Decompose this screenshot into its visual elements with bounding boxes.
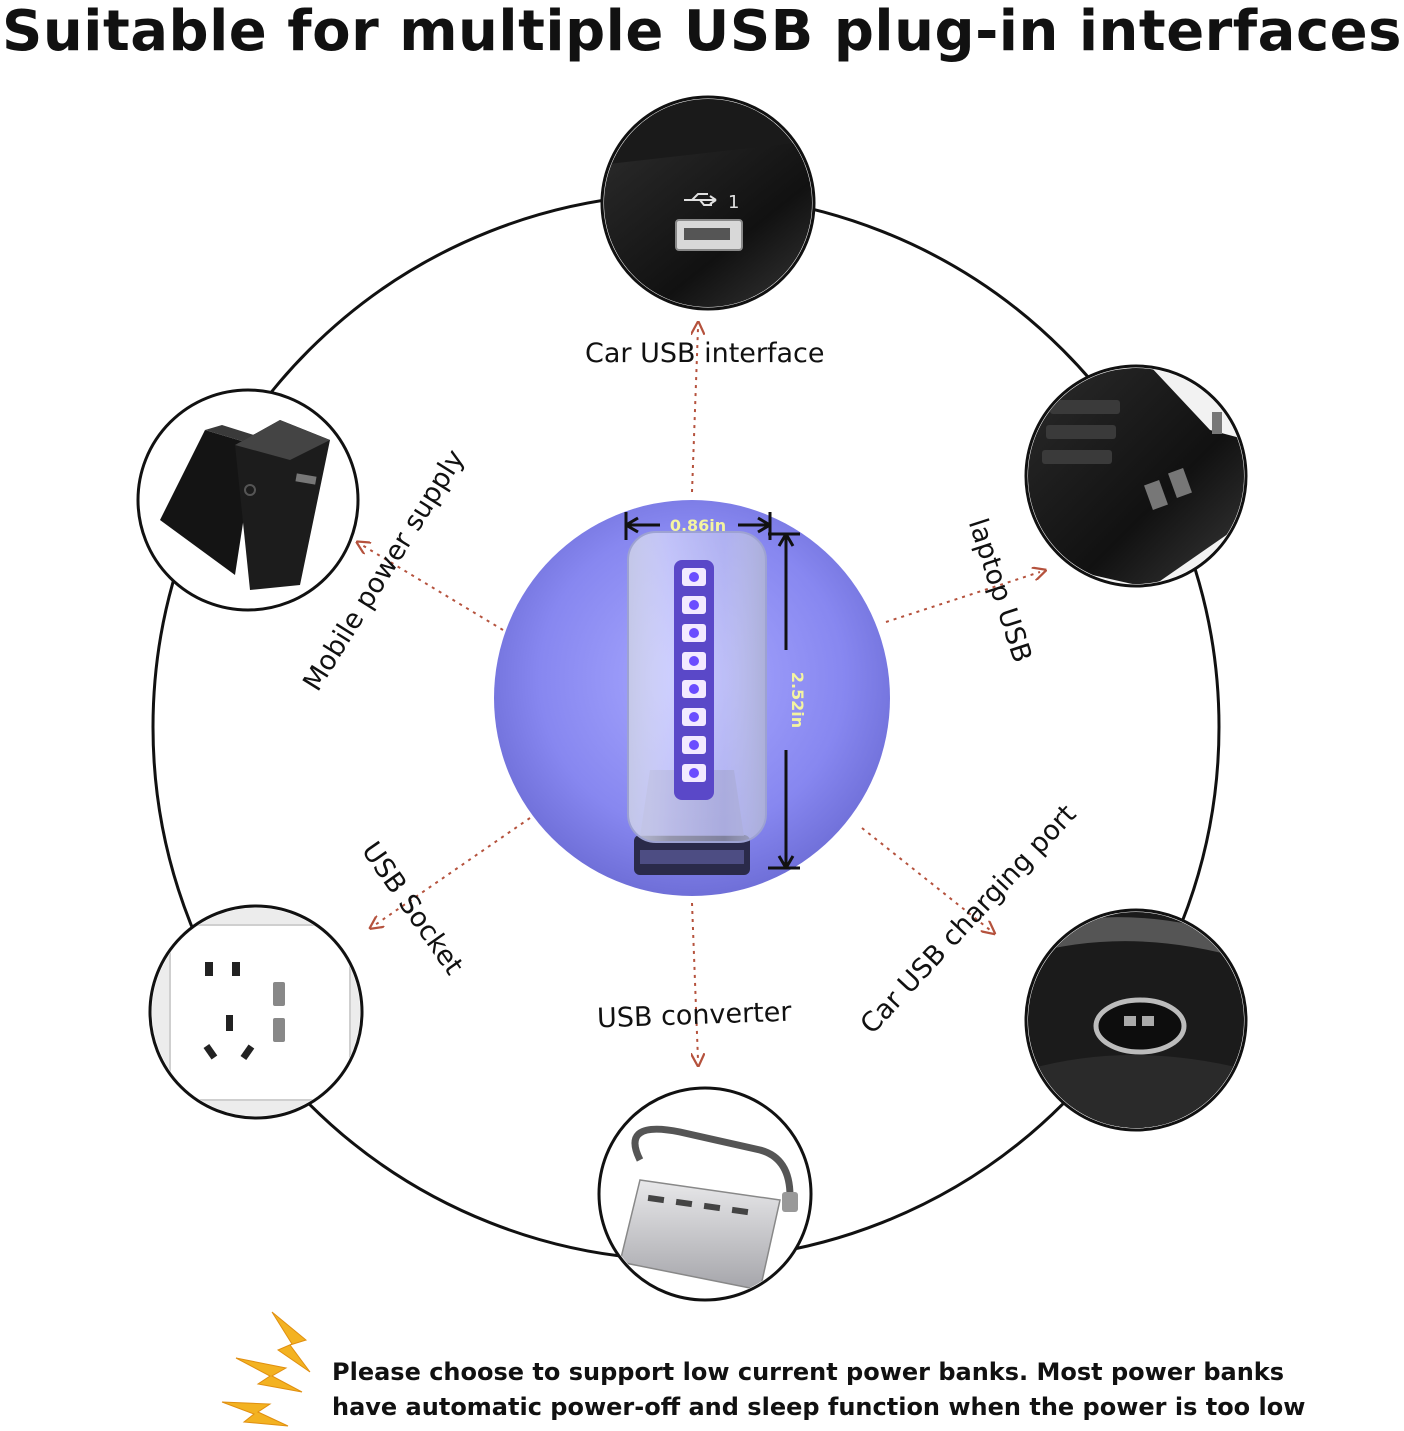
car-usb-port-icon: 1: [600, 95, 816, 311]
led-core: [689, 628, 699, 638]
width-dimension: [624, 512, 772, 540]
arrow-usb-converter: [692, 902, 698, 1060]
note-line-1: Please choose to support low current pow…: [332, 1358, 1285, 1386]
height-label: 2.52in: [788, 672, 807, 728]
led-core: [689, 768, 699, 778]
power-bank-note: Please choose to support low current pow…: [332, 1355, 1305, 1425]
led-core: [689, 572, 699, 582]
page-title: Suitable for multiple USB plug-in interf…: [2, 0, 1402, 64]
arrow-power-supply: [362, 545, 504, 631]
note-line-2: have automatic power-off and sleep funct…: [332, 1393, 1306, 1421]
arrow-car-charging: [861, 827, 990, 930]
usb-light-product: 0.86in 2.52in: [494, 500, 890, 896]
port-number: 1: [728, 192, 739, 213]
car-charger-socket-icon: [1024, 908, 1248, 1132]
power-bank-icon: [136, 388, 360, 612]
lightning-warning-icon: [221, 1311, 311, 1427]
arrow-laptop-usb: [885, 572, 1040, 623]
led-core: [689, 600, 699, 610]
height-dimension: [768, 532, 800, 870]
led-core: [689, 684, 699, 694]
laptop-usb-ports-icon: [1024, 364, 1248, 588]
width-label: 0.86in: [670, 516, 726, 535]
connector-arrows: [362, 328, 1040, 1060]
led-core: [689, 740, 699, 750]
wall-socket-icon: [148, 904, 364, 1120]
led-core: [689, 656, 699, 666]
arrow-car-usb: [692, 328, 698, 493]
usb-hub-icon: [597, 1086, 813, 1302]
led-core: [689, 712, 699, 722]
label-car-usb-interface: Car USB interface: [585, 338, 825, 369]
